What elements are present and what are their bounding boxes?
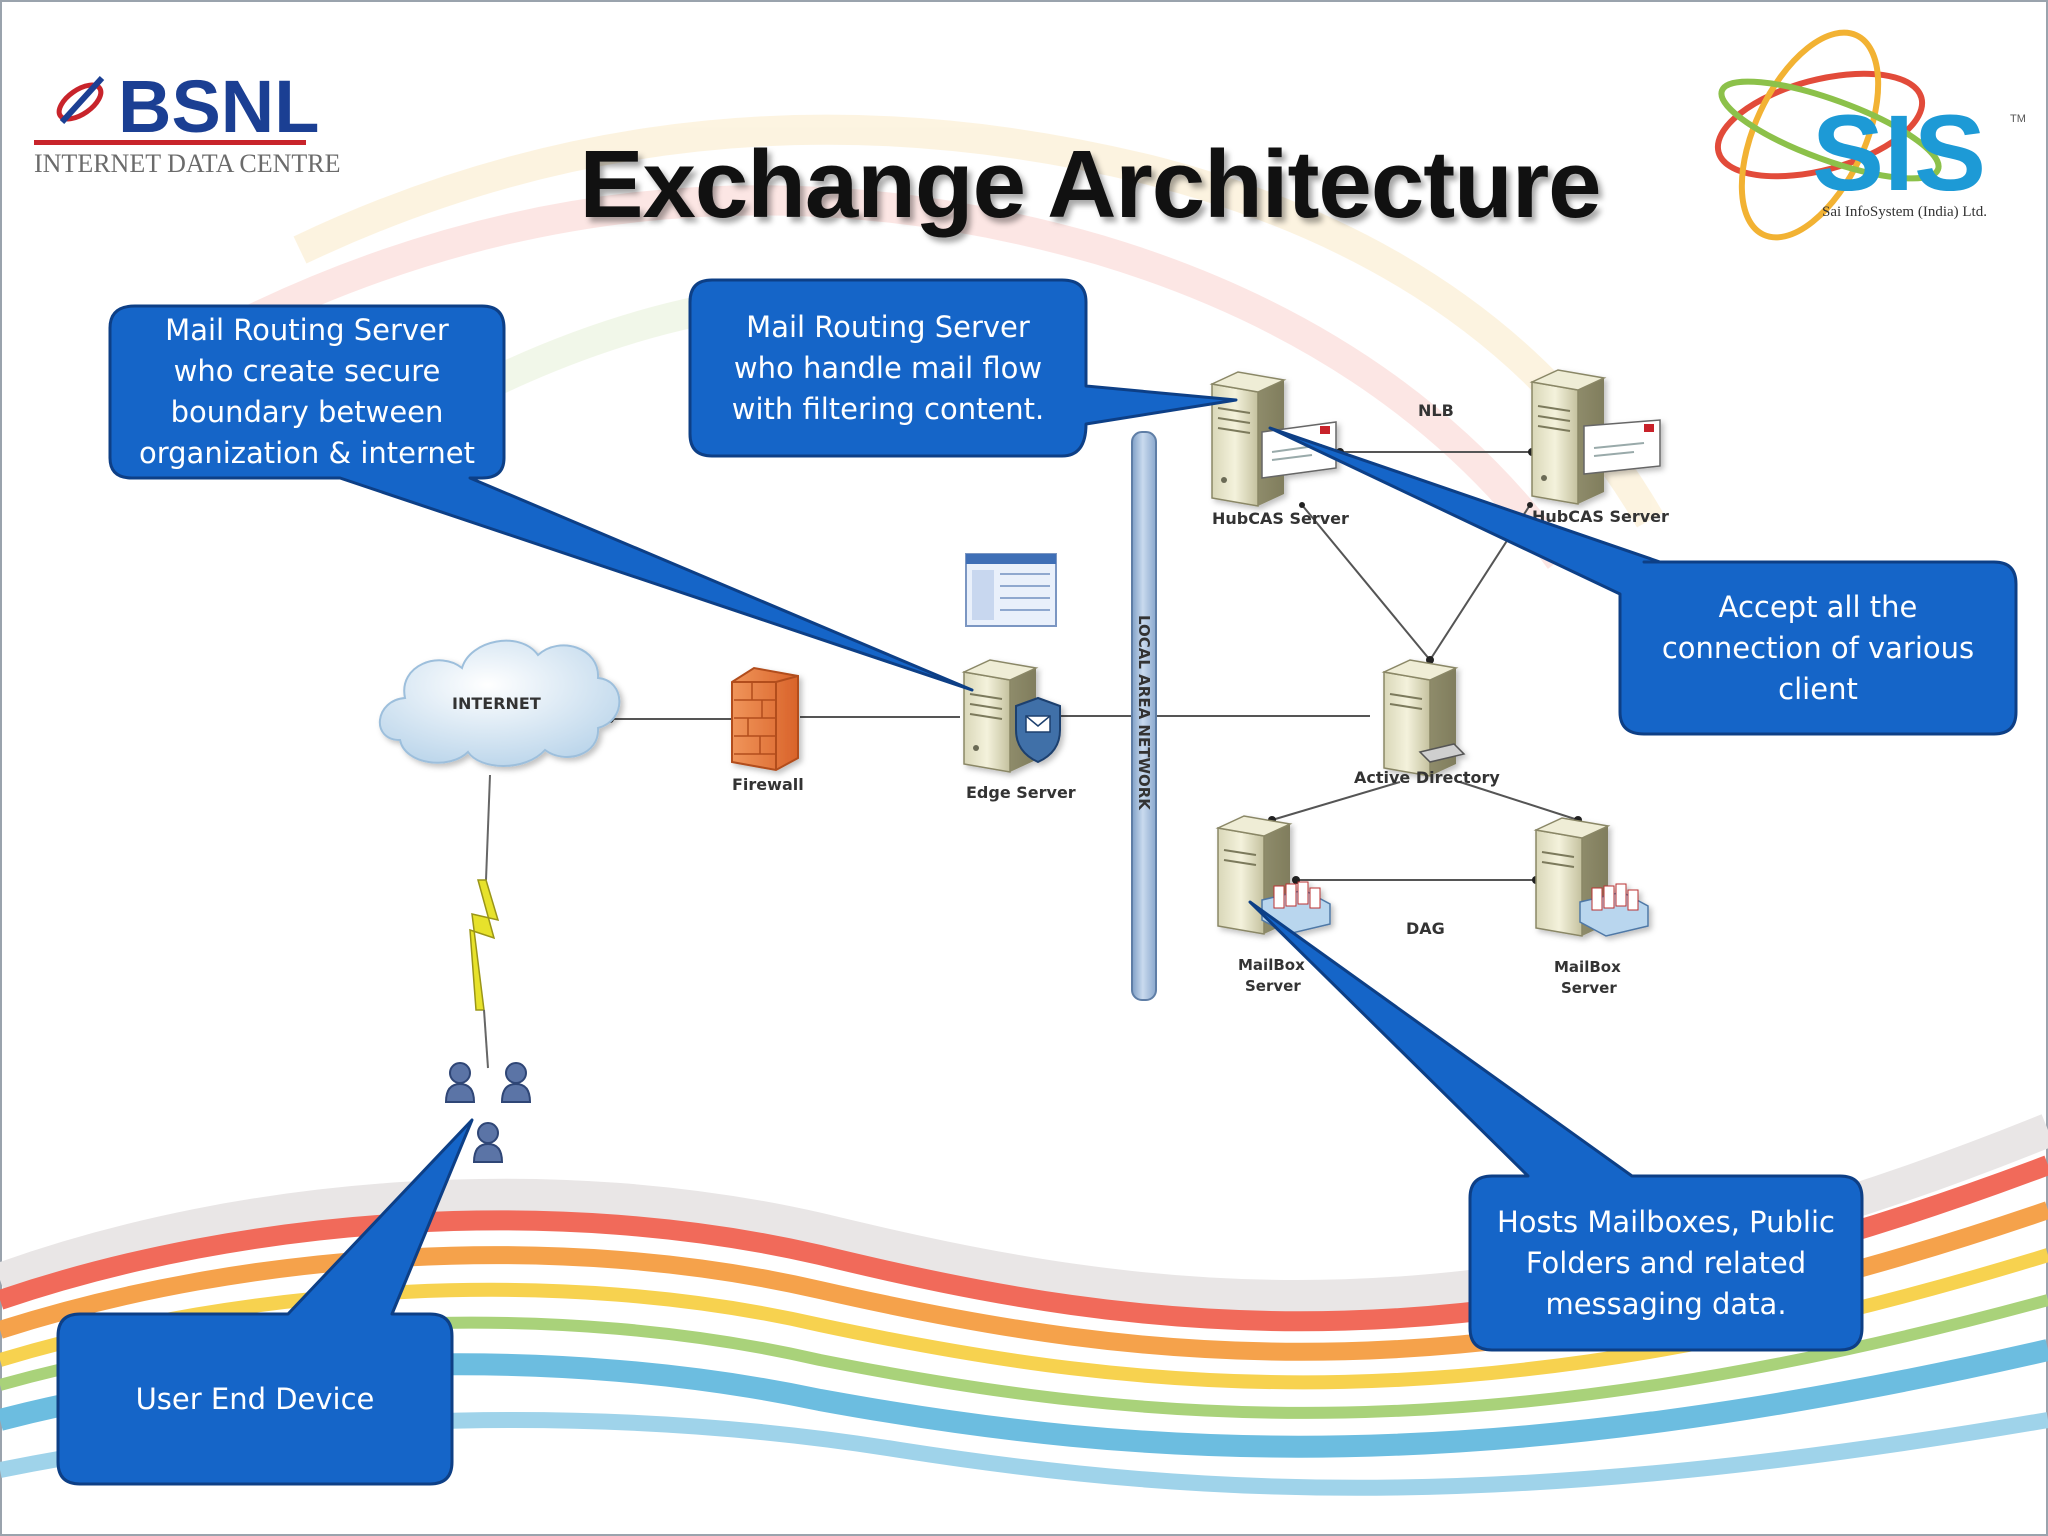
- callout-edge-line: organization & internet: [138, 436, 476, 470]
- link-ad-mbx2: [1459, 781, 1579, 821]
- mailbox-server-1-label-line2: Server: [1245, 977, 1301, 995]
- callout-hub-text: Mail Routing Server who handle mail flow…: [690, 280, 1086, 456]
- mailbox-server-1-icon: [1215, 815, 1331, 935]
- internet-label: INTERNET: [452, 694, 541, 713]
- mailbox-server-2-icon: [1533, 817, 1649, 937]
- callout-cas-line: Accept all the: [1718, 589, 1918, 624]
- mailbox-server-2-label-line2: Server: [1561, 979, 1617, 997]
- bsnl-subtitle: INTERNET DATA CENTRE: [34, 149, 341, 178]
- hubcas-server-2-icon: [1529, 369, 1661, 505]
- user-icon: [472, 1122, 504, 1163]
- active-directory-label: Active Directory: [1354, 768, 1500, 787]
- bsnl-logo: BSNL INTERNET DATA CENTRE: [34, 65, 341, 178]
- user-icon: [444, 1062, 476, 1103]
- callout-mailbox-line: messaging data.: [1545, 1286, 1787, 1321]
- hubcas-server-1-label: HubCAS Server: [1212, 509, 1349, 528]
- callout-hub-line: Mail Routing Server: [746, 309, 1030, 344]
- hubcas-server-1-icon: [1209, 371, 1337, 507]
- active-directory-server-icon: [1381, 659, 1466, 777]
- callout-cas-text: Accept all the connection of various cli…: [1620, 562, 2016, 734]
- callout-mailbox-line: Hosts Mailboxes, Public: [1496, 1204, 1835, 1239]
- link-hub1-ad: [1301, 504, 1431, 661]
- mailbox-server-2-label-line1: MailBox: [1554, 958, 1621, 976]
- dag-label: DAG: [1406, 919, 1445, 938]
- callout-cas-line: connection of various: [1661, 630, 1975, 665]
- sis-orbit-icon: [1714, 29, 1942, 241]
- callout-mailbox-bubble: [1248, 900, 1864, 1352]
- callout-user-line: User End Device: [135, 1381, 375, 1416]
- callout-cas-bubble: [1268, 426, 2018, 736]
- callout-hub-line: who handle mail flow: [733, 350, 1043, 385]
- callout-edge-line: who create secure: [173, 354, 441, 388]
- lan-bar: LOCAL AREA NETWORK: [1131, 431, 1157, 1001]
- directory-book-icon: [1418, 743, 1466, 763]
- envelope-icon: [1261, 421, 1337, 479]
- callout-edge-line: boundary between: [170, 395, 444, 429]
- edge-server-label: Edge Server: [966, 783, 1076, 802]
- bsnl-swirl-icon: [56, 75, 105, 125]
- bsnl-wordmark: BSNL: [118, 65, 319, 148]
- console-window-icon: [965, 553, 1057, 627]
- callout-hub-bubble: [688, 278, 1238, 458]
- envelope-icon: [1583, 419, 1661, 475]
- sis-subtitle: Sai InfoSystem (India) Ltd.: [1822, 204, 1987, 220]
- callout-user-text: User End Device: [58, 1314, 452, 1484]
- callout-hub-line: with filtering content.: [731, 391, 1045, 426]
- network-links: [610, 451, 1579, 881]
- firewall-label: Firewall: [732, 775, 804, 794]
- internet-cloud-icon: [378, 639, 621, 767]
- user-icon: [500, 1062, 532, 1103]
- edge-server-icon: [961, 659, 1061, 773]
- callout-mailbox-line: Folders and related: [1525, 1245, 1807, 1280]
- users-icon: [444, 1062, 532, 1163]
- firewall-icon: [731, 666, 799, 772]
- callout-edge-text: Mail Routing Server who create secure bo…: [110, 306, 504, 478]
- sis-trademark: TM: [2010, 113, 2026, 125]
- callout-cas-line: client: [1778, 671, 1858, 706]
- sis-logo: SIS TM Sai InfoSystem (India) Ltd.: [1714, 29, 2026, 241]
- callout-edge-line: Mail Routing Server: [165, 313, 449, 347]
- mailbox-server-1-label-line1: MailBox: [1238, 956, 1305, 974]
- callout-mailbox-text: Hosts Mailboxes, Public Folders and rela…: [1470, 1176, 1862, 1350]
- lan-label: LOCAL AREA NETWORK: [1135, 615, 1153, 811]
- hubcas-server-2-label: HubCAS Server: [1532, 507, 1669, 526]
- mail-tray-icon: [1579, 883, 1649, 937]
- bsnl-underline: [34, 140, 306, 145]
- callout-shapes: [56, 278, 2018, 1486]
- sis-wordmark: SIS: [1812, 92, 1986, 213]
- callout-user-bubble: [56, 1118, 474, 1486]
- page-title: Exchange Architecture: [579, 131, 1601, 238]
- link-ad-mbx1: [1271, 781, 1401, 821]
- callout-edge-bubble: [108, 304, 974, 692]
- wireless-bolt-icon: [469, 774, 500, 1069]
- nlb-label: NLB: [1418, 401, 1454, 420]
